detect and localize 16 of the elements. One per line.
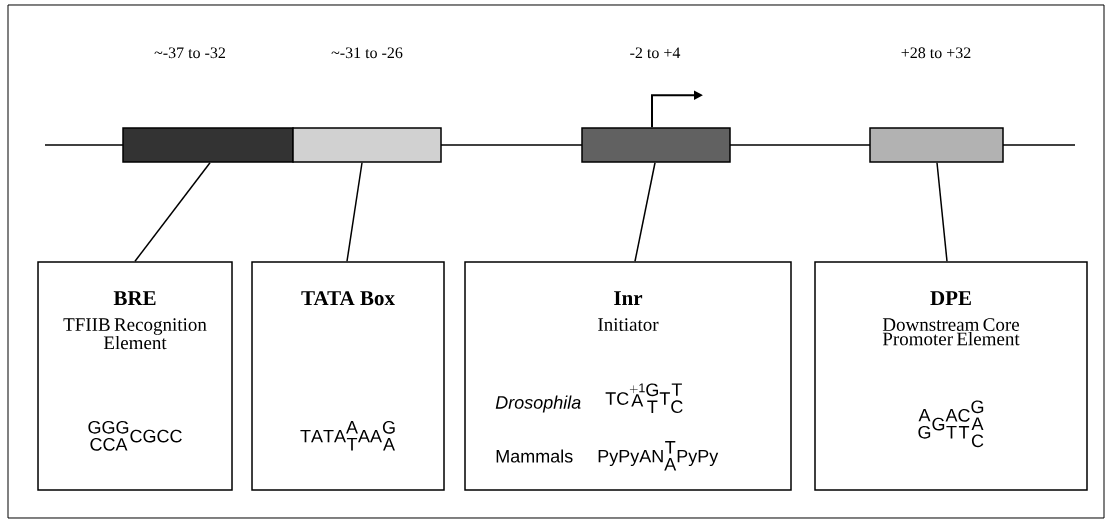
element-box: TATA Box $\mathsf{TATA}\begin{array}{@{}c@{}}\mathsf{A}\\\mathsf{T}\end{array}\mathsf{AA}\begin{array}{@{}c@{}}\mathsf{G}\\\mathsf{A}\end{array}$ bbox=[251, 261, 445, 491]
leader-line bbox=[134, 162, 211, 262]
element-box: DPE Downstream Core Promoter Element $\begin{array}{@{}c@{}}\mathsf{A}\\\mathsf{G}\end{array}\mathsf{G}\begin{array}{@{}c@{}}\mathsf{A}\\\mathsf{T}\end{array}\begin{array}{@{}c@{}}\mathsf{C}\\\mathsf{T}\end{array}\begin{array}{@{}c@{}}\mathsf{G}\\\mathsf{A}\\\mathsf{C}\end{array}$ bbox=[814, 261, 1088, 491]
position-label: +28 to +32 bbox=[901, 47, 971, 59]
position-label: ~-31 to -26 bbox=[331, 47, 403, 59]
promoter-element-bar bbox=[292, 127, 442, 163]
leader-line bbox=[936, 162, 948, 262]
position-label: -2 to +4 bbox=[630, 47, 681, 59]
element-box: BRE TFIIB Recognition Element $\begin{array}{@{}c@{}}\mathsf{GGG}\\\mathsf{CCA}\end{array}\mathsf{CGCC}$ bbox=[37, 261, 233, 491]
leader-line bbox=[634, 162, 656, 262]
leader-line bbox=[346, 162, 363, 262]
element-box: Inr Initiator Drosophila $\mathsf{TC}{\stackrel{\mathsf{+1}}{\mathsf{A}}}\begin{array}{@{}c@{}}\mathsf{G}\\\mathsf{T}\end{array}\mathsf{T}\begin{array}{@{}c@{}}\mathsf{T}\\\mathsf{C}\end{array}$ Mammals $\mathsf{PyPyAN}\begin{array}{@{}c@{}}\mathsf{T}\\\mathsf{A}\end{array}\mathsf{PyPy}$ bbox=[464, 261, 792, 491]
promoter-element-bar bbox=[122, 127, 294, 163]
position-label: ~-37 to -32 bbox=[154, 47, 225, 59]
promoter-element-bar bbox=[581, 127, 731, 163]
promoter-element-bar bbox=[869, 127, 1004, 163]
